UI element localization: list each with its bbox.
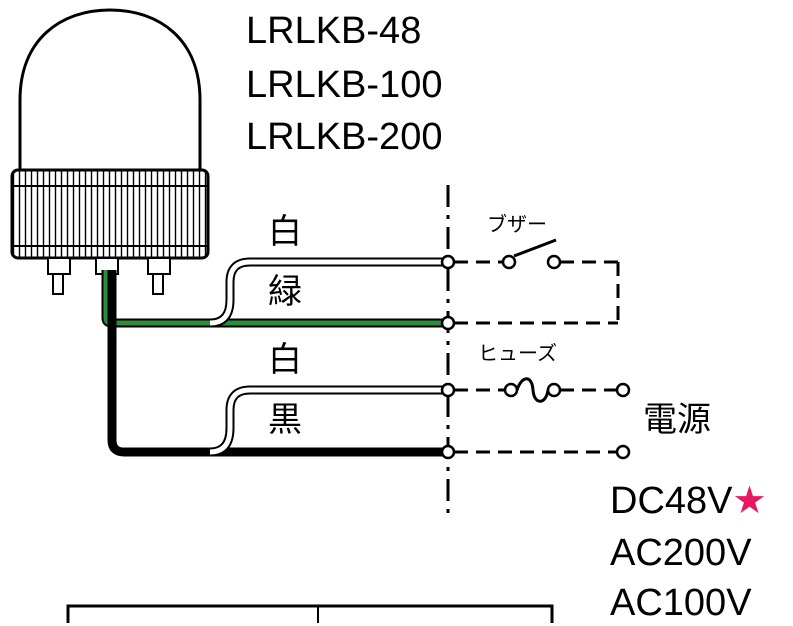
buzzer-switch [501,238,562,270]
power-terminals [615,382,631,460]
terminal-left [47,257,71,295]
power-label: 電源 [643,400,711,440]
voltage-option: DC48V★ [610,478,767,524]
signal-lamp [10,8,210,295]
white-wire-bottom [209,385,448,457]
model-name: LRLKB-48 [246,10,422,52]
wire-label-green: 緑 [268,272,302,312]
black-wire [107,270,448,457]
model-name: LRLKB-200 [246,116,443,158]
voltage-option: AC100V [610,580,752,626]
fuse-label: ヒューズ [478,341,557,365]
wire-label-white: 白 [268,340,302,380]
voltage-option: AC200V [610,530,752,576]
terminal-right [147,257,171,295]
white-wire-top [209,257,448,328]
wire-label-white: 白 [268,212,302,252]
buzzer-label: ブザー [487,212,547,236]
fuse-symbol [503,377,562,403]
voltage-text: AC200V [610,532,752,574]
fuse-circuit [454,388,617,454]
table-fragment [66,604,554,623]
voltage-text: DC48V [610,480,733,522]
star-icon: ★ [732,480,767,522]
voltage-text: AC100V [610,582,752,624]
lamp-dome [18,8,202,172]
lamp-base [10,168,210,260]
wire-label-black: 黒 [268,400,302,440]
buzzer-circuit [454,260,620,325]
model-name: LRLKB-100 [246,64,443,106]
